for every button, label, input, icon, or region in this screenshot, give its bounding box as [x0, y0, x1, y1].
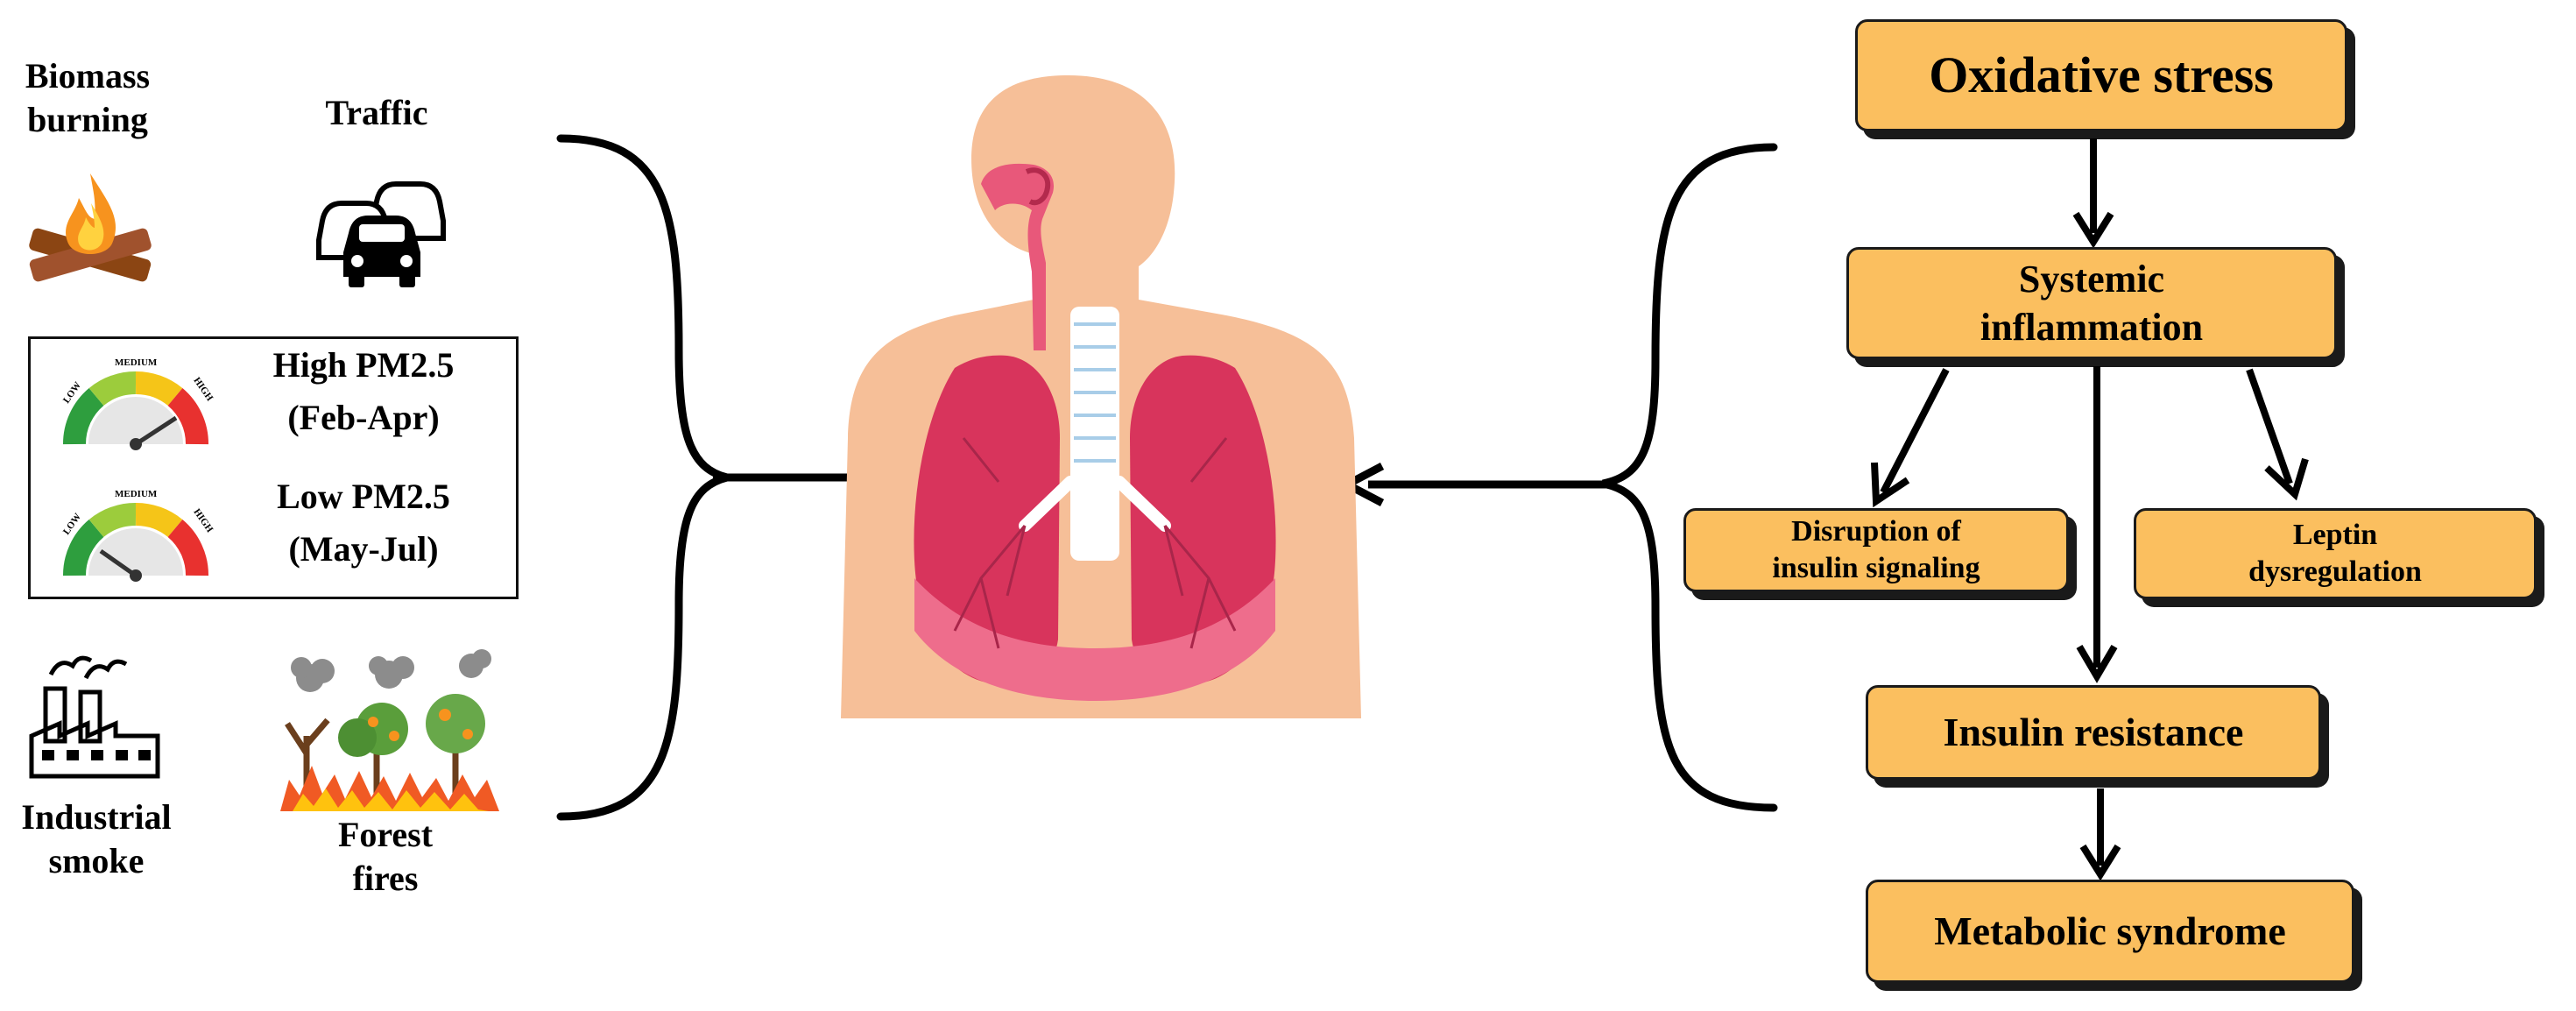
oxidative-stress-box: Oxidative stress: [1855, 19, 2347, 131]
oxidative-stress-text: Oxidative stress: [1929, 46, 2274, 103]
low-pm-gauge-icon: LOW MEDIUM HIGH: [61, 489, 215, 582]
industrial-smoke-label: Industrial smoke: [21, 797, 172, 880]
diaphragm: [914, 578, 1275, 701]
leptin-dysregulation-text: Leptin dysregulation: [2248, 518, 2422, 589]
traffic-cars-icon: [316, 181, 446, 287]
low-pm-period: (May-Jul): [288, 529, 439, 569]
human-respiratory-illustration: [841, 75, 1361, 718]
gauge-medium-text: MEDIUM: [115, 489, 158, 499]
high-pm-gauge-icon: LOW MEDIUM HIGH: [61, 357, 215, 450]
right-lung: [1130, 355, 1276, 685]
gauge-high-text: HIGH: [191, 376, 215, 404]
pm25-season-panel: LOW MEDIUM HIGH High PM2.5 (Feb-Apr) LOW…: [28, 336, 519, 599]
left-lung: [914, 355, 1060, 685]
low-pm-label: Low PM2.5: [277, 477, 450, 516]
right-brace: [1602, 143, 1778, 812]
high-pm-text: High PM2.5 (Feb-Apr): [223, 339, 504, 444]
disruption-insulin-text: Disruption of insulin signaling: [1772, 514, 1980, 585]
high-pm-label: High PM2.5: [272, 345, 455, 385]
forest-fire-icon: [280, 649, 499, 811]
metabolic-syndrome-text: Metabolic syndrome: [1934, 908, 2286, 954]
arrow-resistance-to-syndrome: [2079, 788, 2121, 881]
campfire-icon: [29, 173, 152, 282]
leptin-dysregulation-box: Leptin dysregulation: [2134, 508, 2537, 599]
disruption-insulin-box: Disruption of insulin signaling: [1683, 508, 2069, 592]
systemic-inflammation-text: Systemic inflammation: [1980, 258, 2204, 349]
high-pm-period: (Feb-Apr): [287, 398, 440, 437]
systemic-inflammation-box: Systemic inflammation: [1846, 247, 2337, 359]
gauge-medium-text: MEDIUM: [115, 357, 158, 368]
insulin-resistance-text: Insulin resistance: [1943, 710, 2244, 755]
biomass-burning-label: Biomass burning: [25, 56, 151, 139]
gauge-high-text: HIGH: [191, 507, 215, 535]
traffic-label: Traffic: [325, 93, 428, 132]
left-brace: [556, 134, 729, 821]
nasal-airway: [981, 163, 1055, 350]
metabolic-syndrome-box: Metabolic syndrome: [1866, 880, 2354, 983]
low-pm-text: Low PM2.5 (May-Jul): [223, 470, 504, 576]
trachea: [1070, 307, 1119, 561]
factory-icon: [29, 655, 160, 779]
forest-fires-label: Forest fires: [337, 815, 434, 898]
inflammation-branch-arrows: [1871, 366, 2309, 683]
arrow-oxidative-to-inflammation: [2072, 138, 2114, 249]
insulin-resistance-box: Insulin resistance: [1866, 685, 2321, 780]
